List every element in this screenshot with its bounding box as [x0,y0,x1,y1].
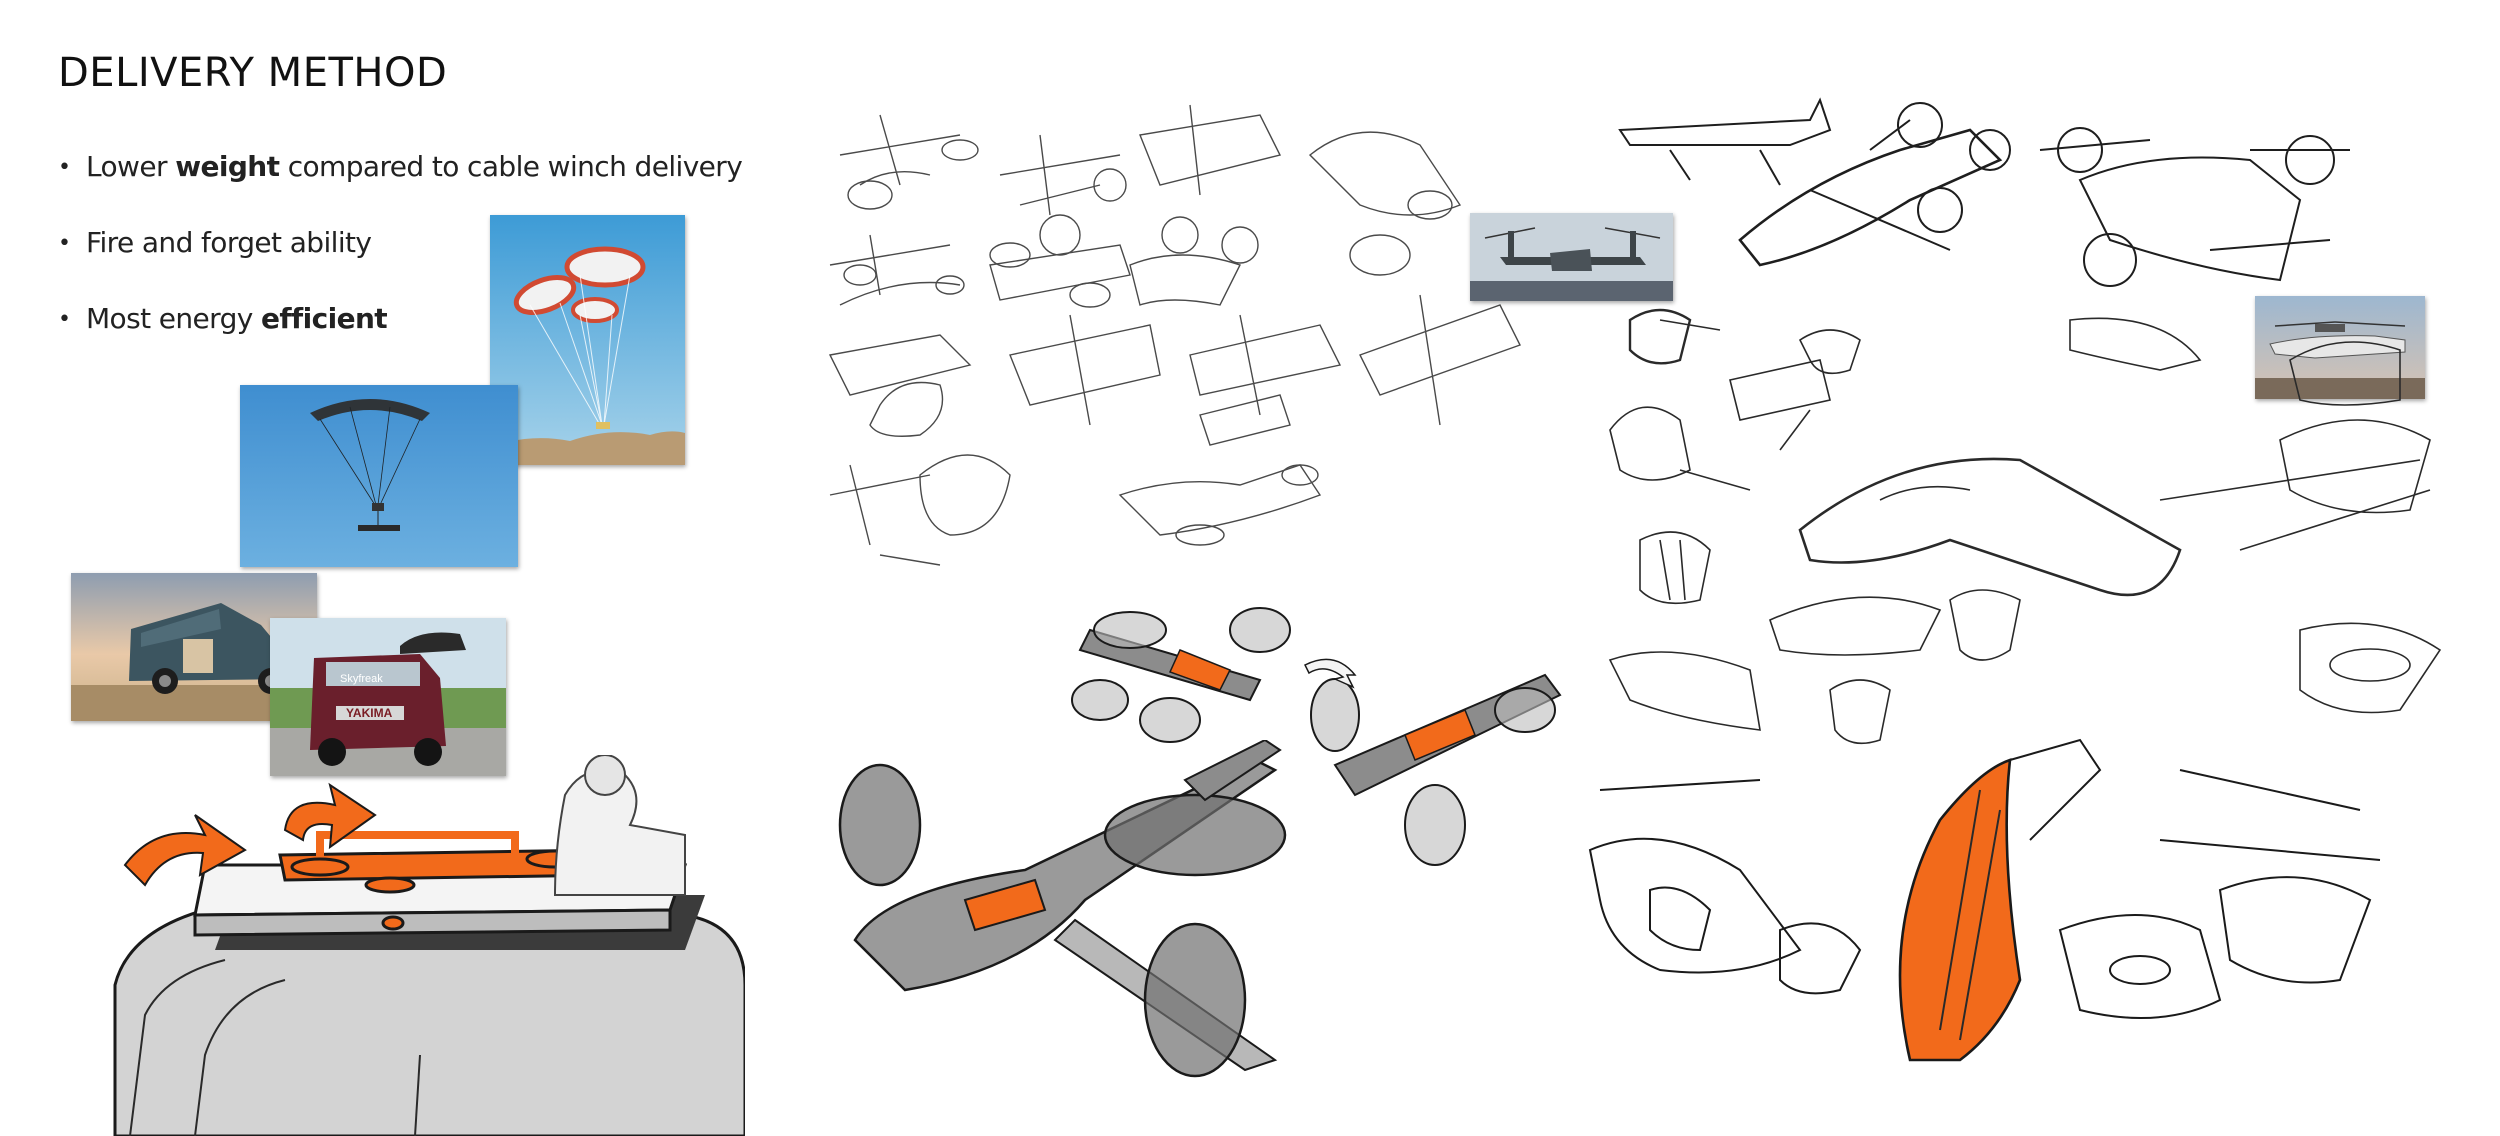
roof-rack-drone-illustration [85,755,745,1136]
bullet-list: •Lower weight compared to cable winch de… [58,150,743,378]
drone-sketch-cluster-mid-right [1600,290,2460,760]
photo-tiltrotor-carrier [1470,213,1673,301]
drone-sketch-bottom-right [1580,730,2400,1080]
bullet-item: •Fire and forget ability [58,226,742,302]
truck-brand-text: YAKIMA [346,706,393,720]
rotation-arrow-icon [1303,658,1357,689]
drone-render-hover-top [1060,590,1300,750]
photo-paraglider-cargo [240,385,518,567]
drone-sketch-cluster-left [820,95,1580,595]
photo-capsule-parachutes [490,215,685,465]
bullet-dot-icon: • [58,307,71,332]
roof-box-brand-text: Skyfreak [340,673,383,685]
drone-render-hover-right [1295,655,1575,870]
bullet-dot-icon: • [58,231,71,256]
bullet-item: •Most energy efficient [58,302,742,378]
drone-render-fixed-wing [825,740,1305,1085]
rotation-arrow-icon [123,814,247,887]
drone-sketch-cluster-top-right [1610,90,2380,330]
bullet-item: •Lower weight compared to cable winch de… [58,150,743,226]
photo-truck-roof-box: Skyfreak YAKIMA [270,618,506,776]
page-title: DELIVERY METHOD [58,50,448,96]
rotation-arrow-icon [283,782,377,850]
bullet-dot-icon: • [58,155,71,180]
